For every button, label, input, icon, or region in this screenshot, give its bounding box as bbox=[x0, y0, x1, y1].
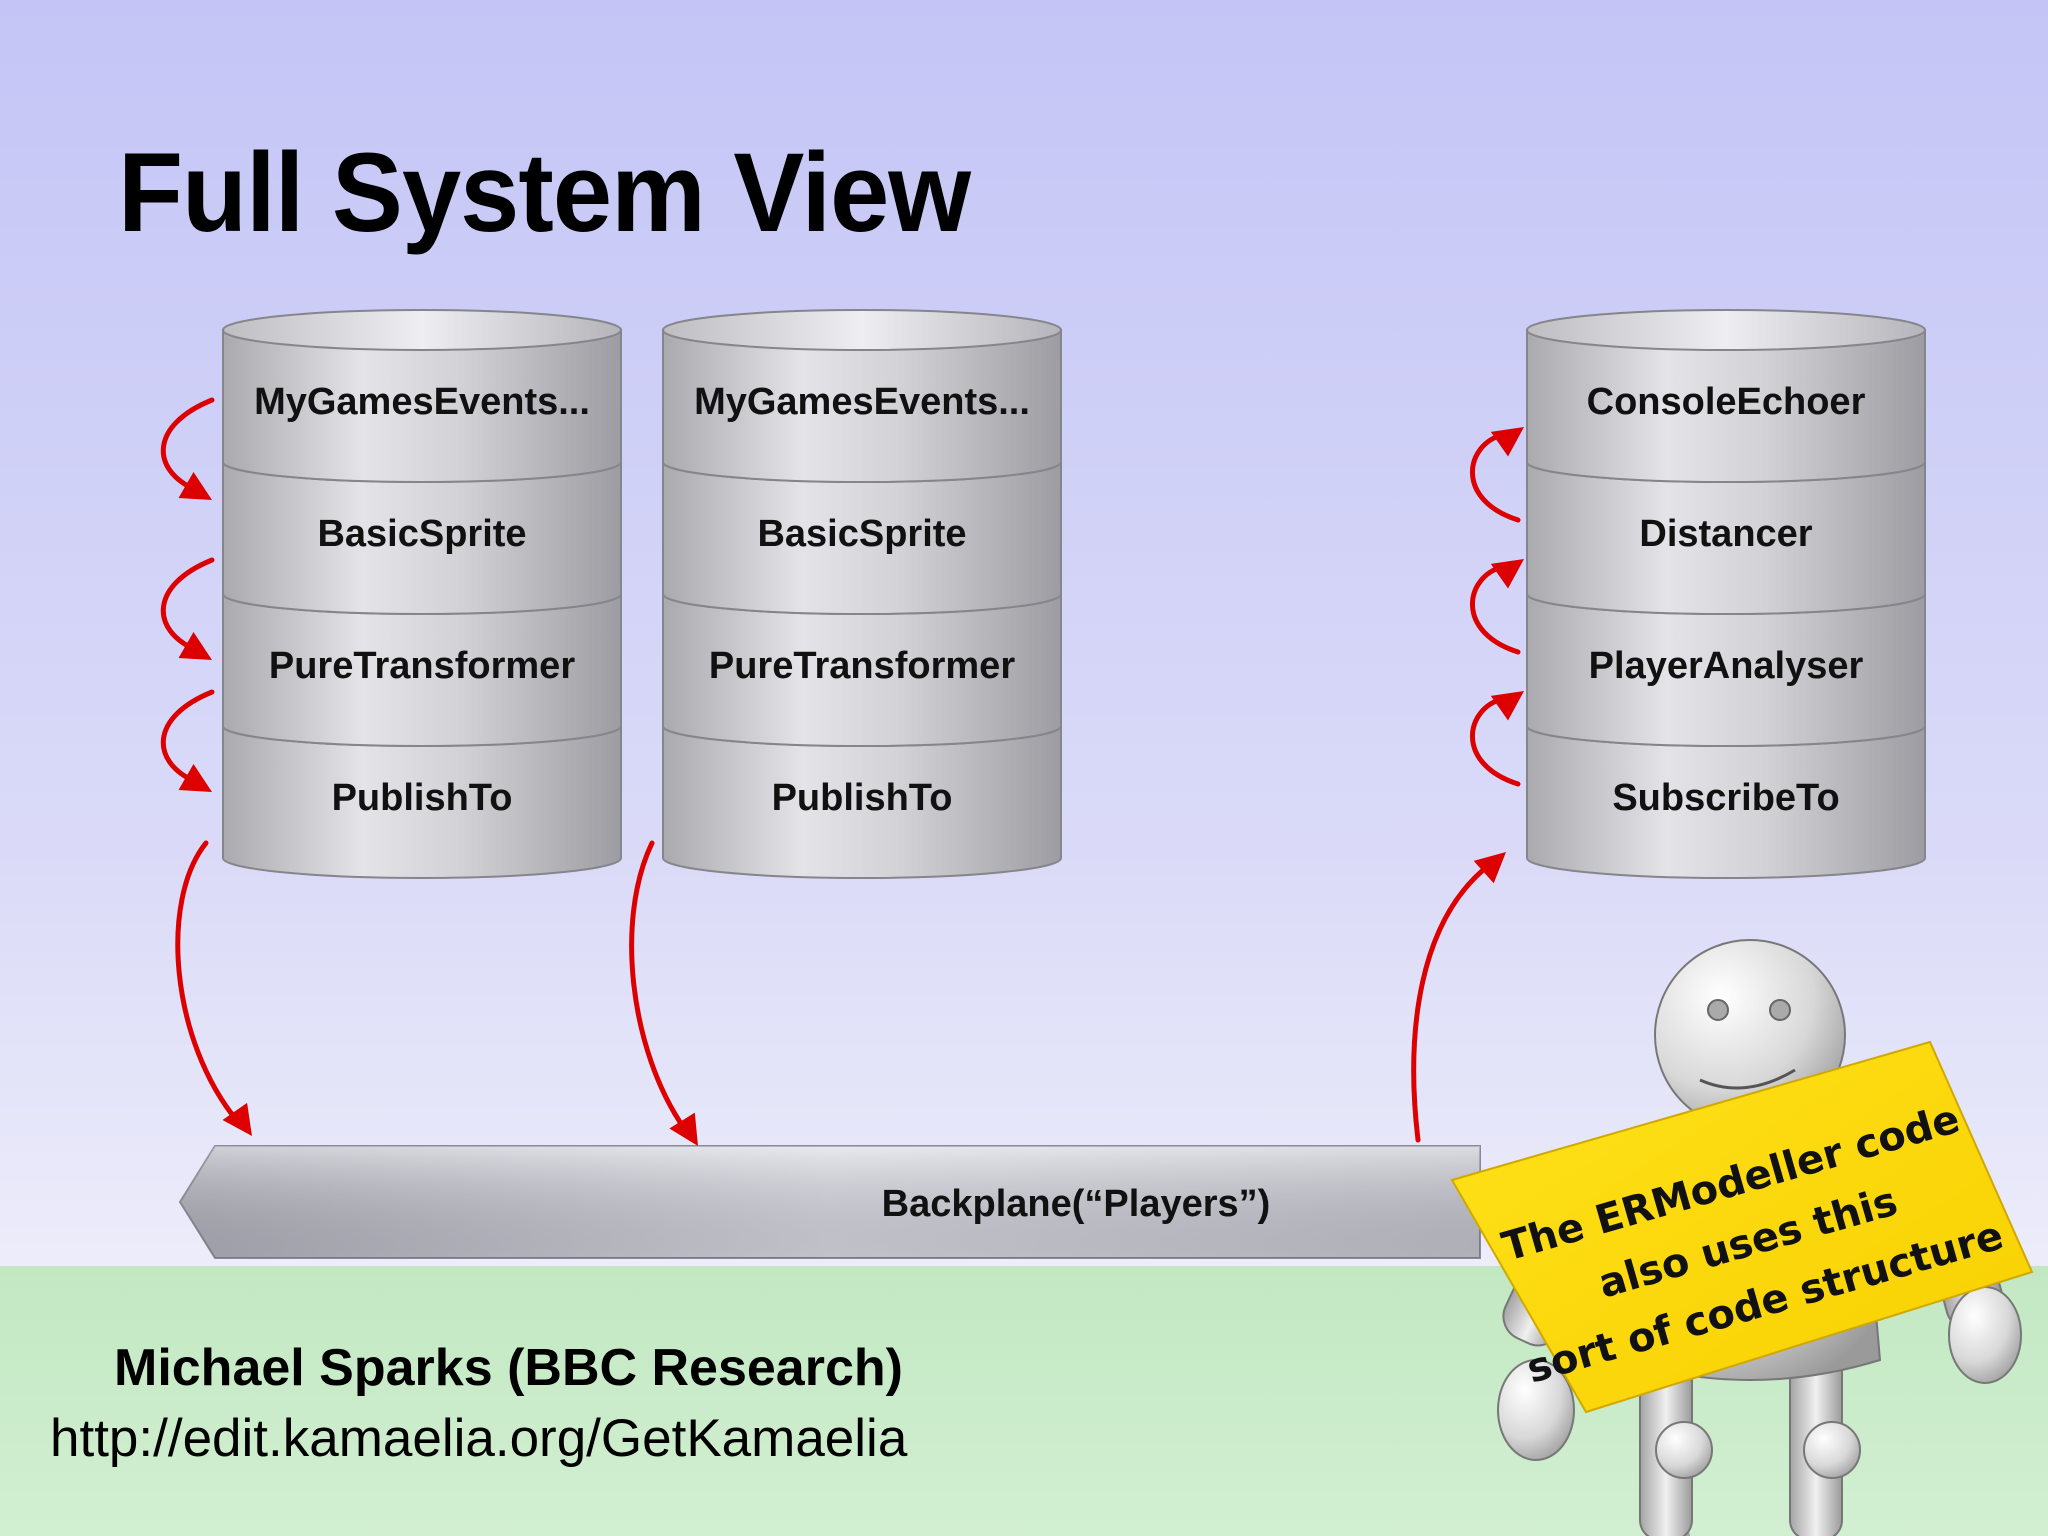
arrow-head bbox=[1473, 852, 1506, 884]
stack-layer-label: PublishTo bbox=[332, 777, 513, 819]
flow-arrow bbox=[175, 840, 241, 1125]
backplane-label: Backplane(“Players”) bbox=[882, 1183, 1271, 1225]
flow-arrow bbox=[160, 689, 215, 785]
stack-layer-label: SubscribeTo bbox=[1612, 777, 1839, 819]
arrow-head bbox=[178, 472, 212, 500]
arrow-head bbox=[1490, 691, 1524, 721]
flow-arrow bbox=[1470, 564, 1521, 655]
stack-layer-label: PureTransformer bbox=[709, 645, 1015, 687]
component-stacks: PublishTo PureTransformer BasicSprite MyGam… bbox=[222, 309, 1926, 879]
flow-arrow bbox=[629, 840, 687, 1131]
stack-middle: PublishTo PureTransformer BasicSprite MyGam… bbox=[662, 309, 1062, 879]
project-url-link[interactable]: http://edit.kamaelia.org/GetKamaelia bbox=[50, 1409, 908, 1468]
stack-layer-label: PureTransformer bbox=[269, 645, 575, 687]
arrow-head bbox=[222, 1102, 252, 1136]
backplane: Backplane(“Players”) bbox=[178, 1145, 1481, 1259]
arrow-head bbox=[178, 764, 212, 792]
arrow-head bbox=[1490, 427, 1524, 457]
flow-arrow bbox=[160, 557, 215, 653]
page-title: Full System View bbox=[118, 130, 971, 255]
arrow-head bbox=[1490, 559, 1524, 589]
stack-layer: ConsoleEchoer bbox=[1526, 309, 1926, 483]
stack-left: PublishTo PureTransformer BasicSprite MyGam… bbox=[222, 309, 622, 879]
flow-arrow bbox=[1470, 432, 1521, 523]
stack-layer-label: Distancer bbox=[1639, 513, 1812, 555]
flow-arrow bbox=[160, 397, 215, 493]
flow-arrow bbox=[1411, 863, 1491, 1143]
stack-layer-label: PlayerAnalyser bbox=[1589, 645, 1864, 687]
author-credit: Michael Sparks (BBC Research) bbox=[114, 1339, 903, 1397]
stack-layer-label: MyGamesEvents... bbox=[694, 381, 1030, 423]
flow-arrow bbox=[1470, 696, 1521, 787]
stack-layer-label: BasicSprite bbox=[317, 513, 526, 555]
stack-layer: MyGamesEvents... bbox=[222, 309, 622, 483]
stack-layer: MyGamesEvents... bbox=[662, 309, 1062, 483]
stack-layer-label: BasicSprite bbox=[757, 513, 966, 555]
arrow-head bbox=[178, 632, 212, 660]
stack-layer-label: MyGamesEvents... bbox=[254, 381, 590, 423]
arrow-head bbox=[669, 1112, 698, 1146]
flow-arrows bbox=[160, 397, 1524, 1146]
stack-layer-label: PublishTo bbox=[772, 777, 953, 819]
stack-right: SubscribeTo PlayerAnalyser Distancer Consol… bbox=[1526, 309, 1926, 879]
stack-layer-label: ConsoleEchoer bbox=[1587, 381, 1866, 423]
sign-board bbox=[1450, 1040, 2034, 1414]
